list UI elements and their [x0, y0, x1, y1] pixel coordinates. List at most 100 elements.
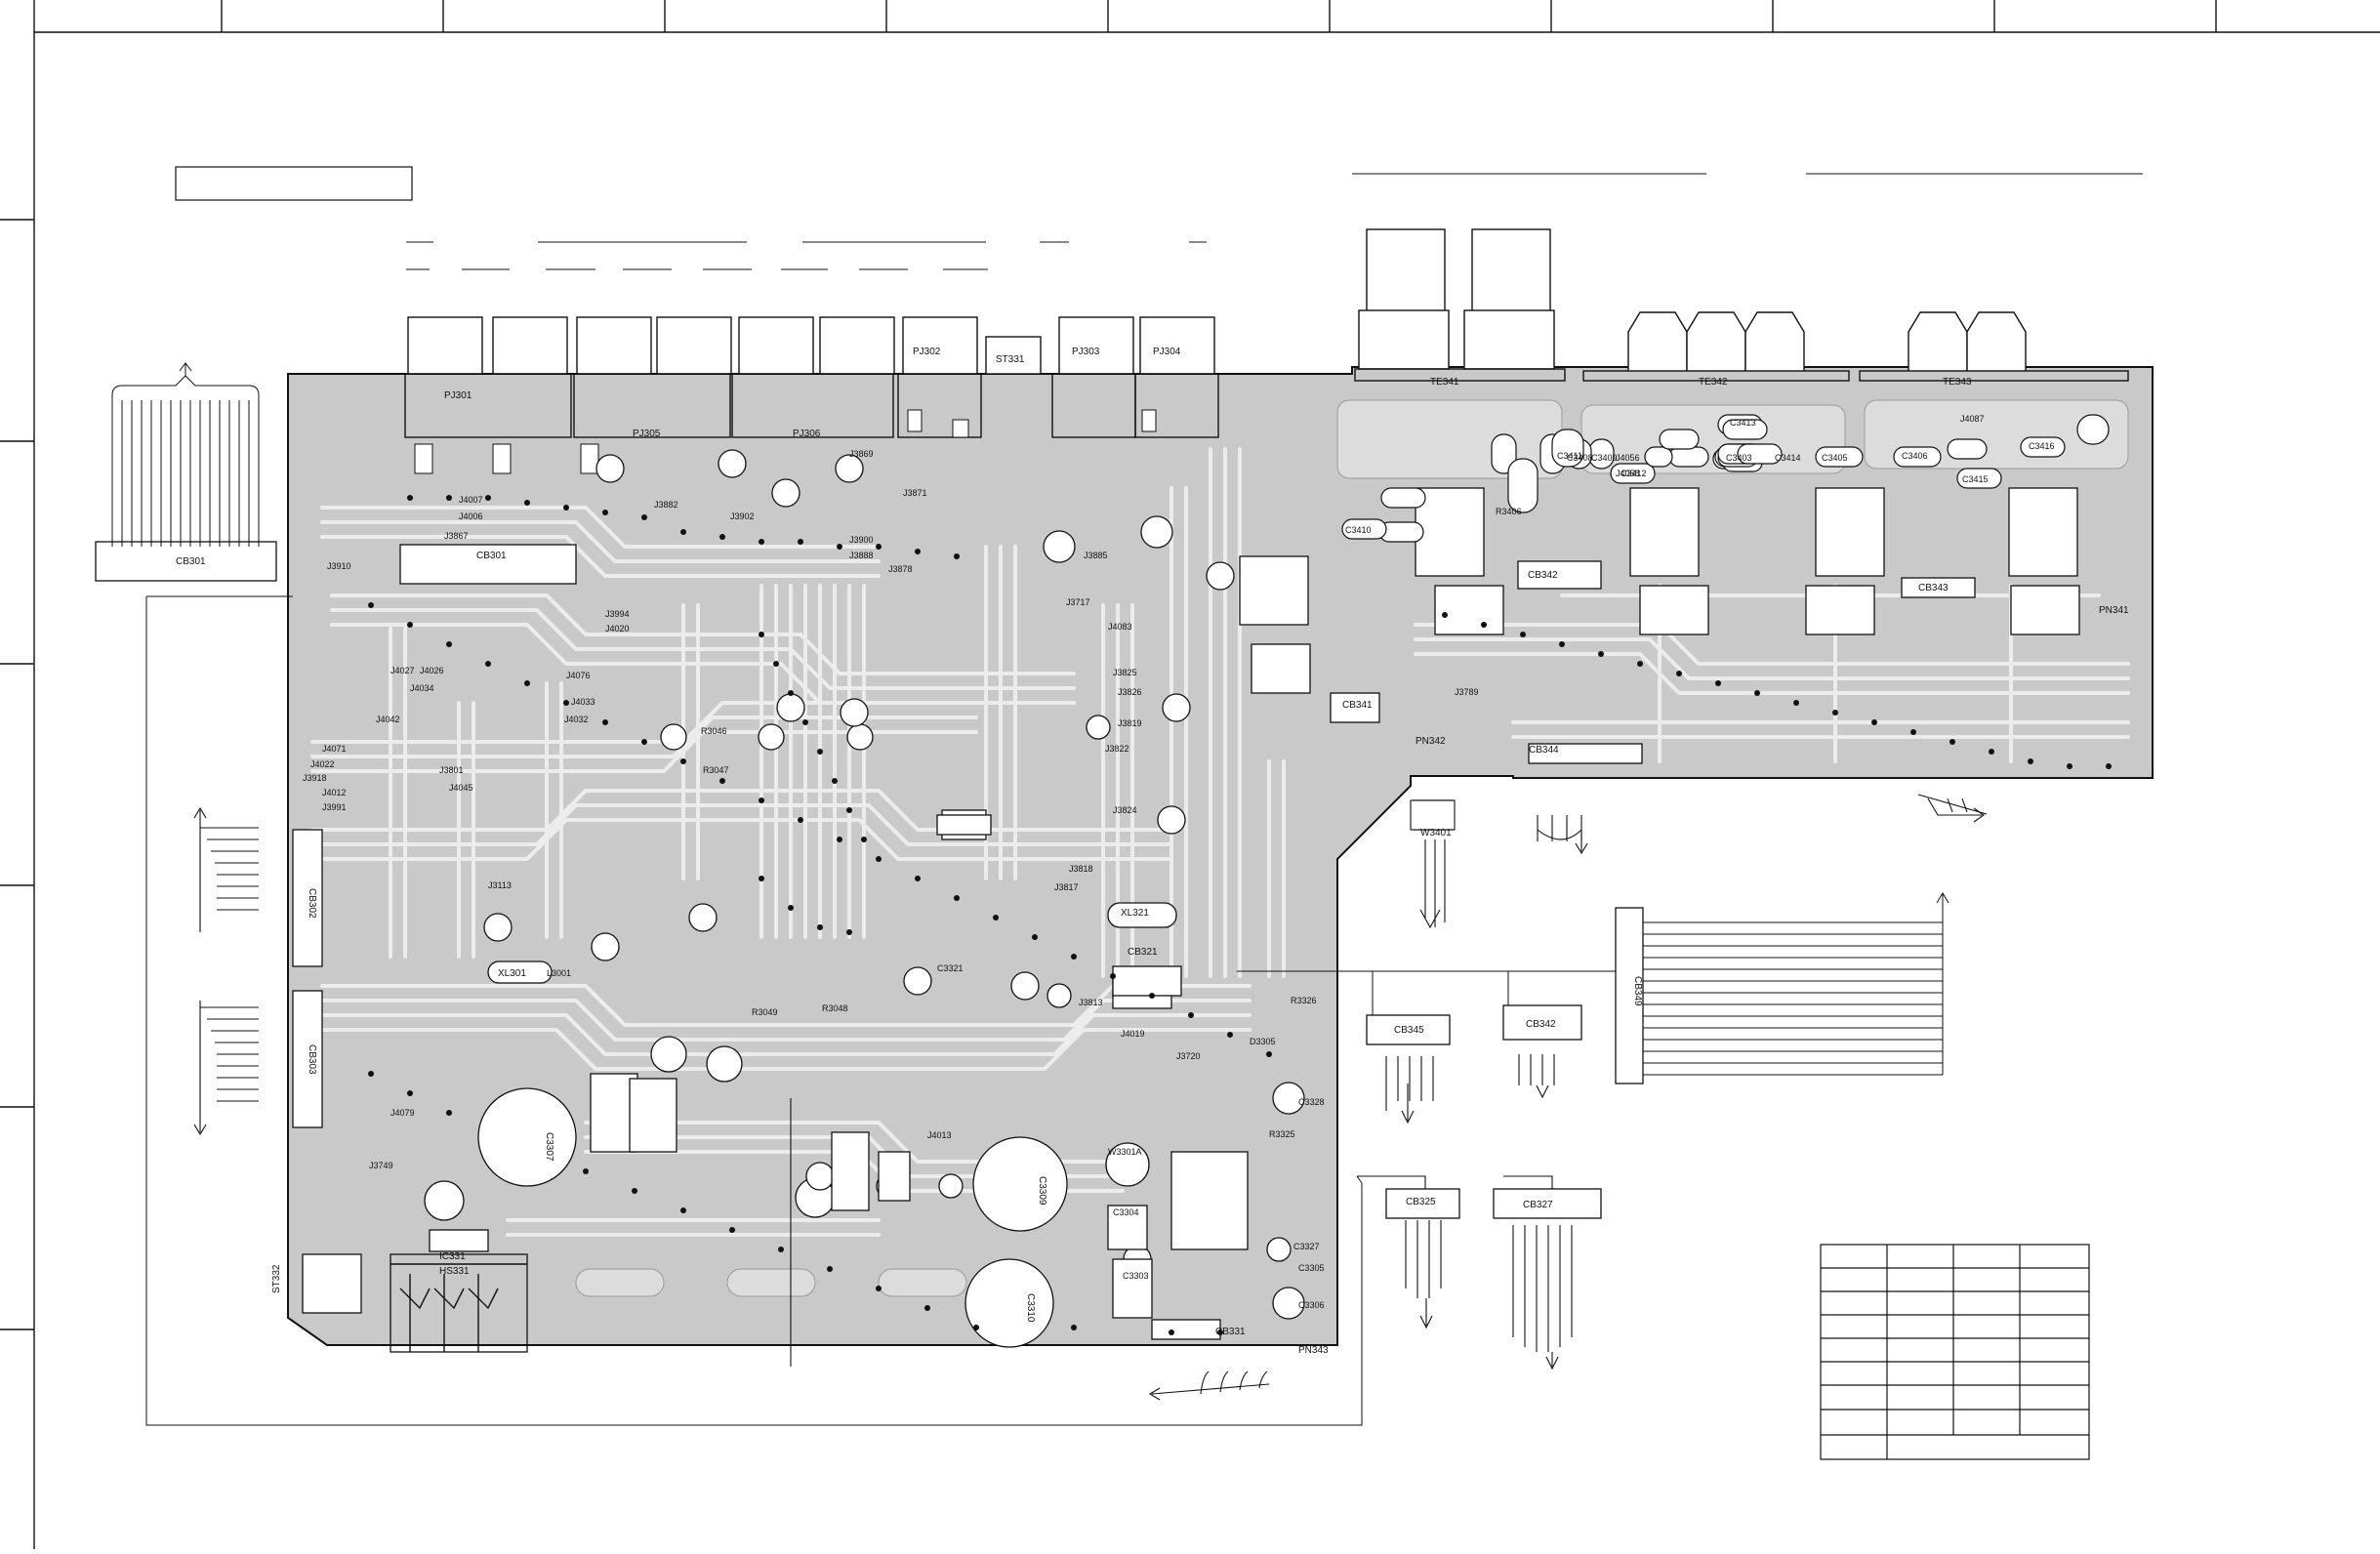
label-cb303: CB303: [307, 1044, 317, 1075]
component-labels: J4007 J4006 J3867 J3882 J3902 J3910 J399…: [303, 414, 2055, 1310]
label-component: J4034: [410, 683, 434, 693]
label-component: C3321: [937, 963, 964, 973]
label-c3309: C3309: [1037, 1176, 1047, 1206]
label-component: J3113: [488, 880, 512, 890]
label-component: J4083: [1108, 622, 1132, 632]
label-component: J3888: [849, 551, 874, 560]
label-component: C3416: [2029, 441, 2055, 451]
label-component: C3305: [1298, 1263, 1325, 1273]
label-cb327: CB327: [1523, 1200, 1553, 1210]
label-cb301-left: CB301: [176, 556, 206, 567]
relays: [1239, 487, 2080, 694]
lower-right-connectors: [1357, 1004, 1602, 1370]
label-component: J4058: [1616, 469, 1640, 478]
label-component: J4056: [1616, 453, 1640, 463]
label-pj305: PJ305: [633, 429, 661, 439]
label-component: J3749: [369, 1161, 393, 1170]
label-pn342: PN342: [1416, 736, 1446, 747]
label-cb343: CB343: [1918, 583, 1949, 593]
label-component: J4079: [390, 1108, 415, 1118]
label-component: J3813: [1079, 998, 1103, 1007]
label-xl321: XL321: [1121, 908, 1149, 919]
label-component: C3328: [1298, 1097, 1325, 1107]
label-te341: TE341: [1430, 377, 1459, 388]
label-component: J3882: [654, 500, 678, 510]
label-pj302: PJ302: [913, 347, 941, 357]
label-component: J3818: [1069, 864, 1093, 874]
label-component: C3409: [1591, 453, 1618, 463]
label-cb325: CB325: [1406, 1197, 1436, 1207]
label-pj303: PJ303: [1072, 347, 1100, 357]
label-component: C3411: [1557, 451, 1582, 461]
label-component: J3910: [327, 561, 351, 571]
speaker-terminals: [1354, 228, 2129, 382]
label-component: J4019: [1121, 1029, 1145, 1039]
label-component: R3047: [703, 765, 729, 775]
label-cb342: CB342: [1526, 1019, 1556, 1030]
part-labels: PJ301 PJ302 PJ303 PJ304 PJ305 PJ306 ST33…: [176, 347, 2129, 1356]
label-component: J4032: [564, 715, 589, 724]
label-component: C3415: [1962, 474, 1989, 484]
label-component: J4026: [420, 666, 444, 675]
label-component: L3001: [547, 968, 571, 978]
header-rules: [406, 173, 2143, 270]
label-component: J3826: [1118, 687, 1142, 697]
label-component: R3048: [822, 1003, 848, 1013]
label-cb321: CB321: [1128, 947, 1158, 958]
label-component: C3303: [1123, 1271, 1149, 1281]
label-cb341: CB341: [1342, 700, 1373, 711]
label-component: J4033: [571, 697, 595, 707]
label-component: J4042: [376, 715, 400, 724]
label-component: J3994: [605, 609, 630, 619]
label-w3401: W3401: [1420, 828, 1452, 838]
cb349-harness: [1237, 892, 1949, 1084]
label-component: J3871: [903, 488, 927, 498]
label-component: C3406: [1902, 451, 1928, 461]
label-xl301: XL301: [498, 968, 526, 979]
label-component: C3414: [1775, 453, 1801, 463]
label-component: J4027: [390, 666, 415, 675]
heatsink: [390, 1263, 527, 1352]
label-pj304: PJ304: [1153, 347, 1181, 357]
jack-lugs: [414, 409, 1157, 474]
label-component: J4007: [459, 495, 483, 505]
label-component: C3304: [1113, 1207, 1139, 1217]
label-component: J4071: [322, 744, 347, 754]
label-pn341: PN341: [2099, 605, 2129, 616]
label-cb301-board: CB301: [476, 551, 507, 561]
label-component: J4076: [566, 671, 591, 680]
cb301-harness: [95, 362, 1363, 1426]
trace-pattern: [310, 447, 2130, 1237]
label-pn343: PN343: [1298, 1345, 1329, 1356]
label-cb342-board: CB342: [1528, 570, 1558, 581]
label-component: C3403: [1726, 453, 1752, 463]
label-cb331: CB331: [1215, 1327, 1246, 1337]
label-component: J4045: [449, 783, 473, 793]
label-te342: TE342: [1699, 377, 1728, 388]
label-pj301: PJ301: [444, 390, 472, 401]
label-pj306: PJ306: [793, 429, 821, 439]
label-component: J3885: [1084, 551, 1108, 560]
label-component: J4020: [605, 624, 630, 634]
label-c3307: C3307: [544, 1132, 554, 1162]
label-component: C3327: [1293, 1242, 1320, 1251]
label-component: J3717: [1066, 597, 1090, 607]
label-component: J3822: [1105, 744, 1129, 754]
label-c3310: C3310: [1025, 1293, 1036, 1323]
label-component: C3408: [1567, 453, 1593, 463]
label-component: J3991: [322, 802, 347, 812]
label-component: J3801: [439, 765, 464, 775]
legend-table: [1820, 1244, 2090, 1460]
label-component: R3325: [1269, 1129, 1295, 1139]
label-component: C3405: [1822, 453, 1848, 463]
label-st332: ST332: [271, 1264, 282, 1293]
top-jacks: [404, 316, 1219, 438]
label-st331: ST331: [996, 354, 1025, 365]
label-component: J4013: [927, 1130, 952, 1140]
label-component: J3825: [1113, 668, 1137, 677]
label-component: J4022: [310, 759, 335, 769]
label-component: J4087: [1960, 414, 1985, 424]
